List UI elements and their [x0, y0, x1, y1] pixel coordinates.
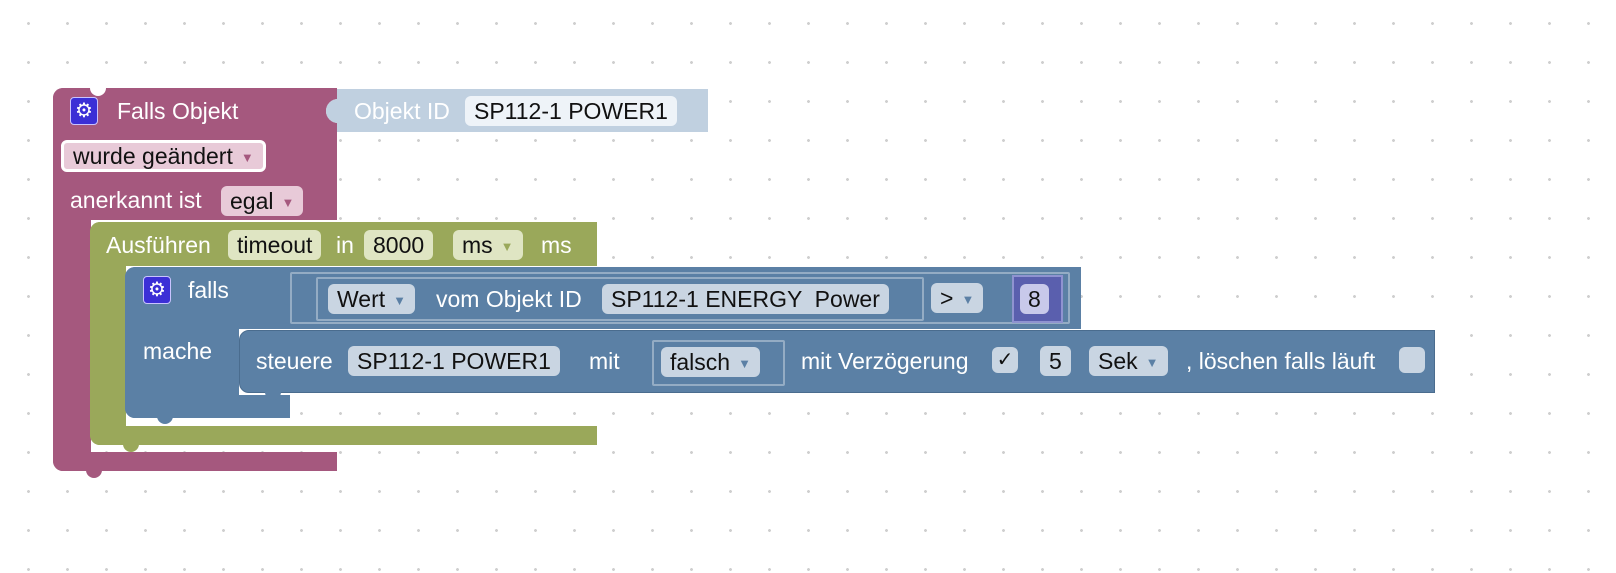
do-label: mache — [143, 338, 213, 364]
operator-value: > — [940, 285, 954, 311]
condition-object-field[interactable]: SP112-1 ENERGY Power — [602, 284, 889, 314]
ack-value: egal — [230, 188, 274, 214]
ack-label: anerkannt ist — [70, 187, 202, 213]
object-id-field[interactable]: SP112-1 POWER1 — [465, 96, 677, 126]
timeout-name-field[interactable]: timeout — [228, 230, 322, 260]
value-slot — [316, 277, 924, 321]
timeout-delay-field[interactable]: 8000 — [364, 230, 434, 260]
timeout-label: Ausführen — [106, 232, 211, 258]
control-object-value: SP112-1 POWER1 — [357, 348, 551, 374]
condition-object-value: SP112-1 ENERGY Power — [611, 286, 880, 312]
operator-dropdown[interactable]: >▼ — [931, 283, 984, 313]
control-object-field[interactable]: SP112-1 POWER1 — [348, 346, 560, 376]
change-option-value: wurde geändert — [73, 143, 233, 169]
gear-icon[interactable]: ⚙ — [70, 97, 98, 125]
delay-value: 5 — [1049, 348, 1062, 374]
timeout-unit-dropdown[interactable]: ms ▼ — [453, 230, 523, 260]
value-input-slot — [652, 340, 785, 386]
chevron-down-icon: ▼ — [961, 292, 975, 307]
clear-checkbox[interactable] — [1399, 347, 1425, 373]
timeout-unit-label: ms — [541, 232, 572, 258]
delay-unit-dropdown[interactable]: Sek ▼ — [1089, 346, 1168, 376]
delay-checkbox[interactable]: ✓ — [992, 347, 1018, 373]
change-option-dropdown[interactable]: wurde geändert ▼ — [61, 140, 266, 172]
control-value-dropdown[interactable]: falsch ▼ — [661, 347, 760, 377]
delay-unit-value: Sek — [1098, 348, 1138, 374]
timeout-unit-value: ms — [462, 232, 493, 258]
chevron-down-icon: ▼ — [240, 150, 254, 165]
object-id-label: Objekt ID — [354, 98, 450, 124]
timeout-name-value: timeout — [237, 232, 313, 258]
delay-label: mit Verzögerung — [801, 348, 969, 374]
delay-value-field[interactable]: 5 — [1040, 346, 1071, 376]
number-value: 8 — [1028, 286, 1041, 312]
number-field[interactable]: 8 — [1020, 284, 1049, 314]
value-type-value: Wert — [337, 286, 386, 312]
value-type-dropdown[interactable]: Wert ▼ — [328, 284, 416, 314]
timeout-delay-value: 8000 — [373, 232, 425, 258]
control-value-value: falsch — [670, 349, 731, 375]
trigger-title: Falls Objekt — [117, 98, 239, 124]
clear-label: , löschen falls läuft — [1186, 348, 1376, 374]
chevron-down-icon: ▼ — [738, 356, 751, 371]
if-label: falls — [188, 277, 229, 303]
object-id-value: SP112-1 POWER1 — [474, 98, 668, 124]
control-label: steuere — [256, 348, 333, 374]
condition-slot — [290, 272, 1070, 324]
control-with-label: mit — [589, 348, 620, 374]
chevron-down-icon: ▼ — [1145, 355, 1159, 370]
chevron-down-icon: ▼ — [393, 293, 407, 308]
chevron-down-icon: ▼ — [281, 195, 295, 210]
of-object-label: vom Objekt ID — [436, 286, 582, 312]
timeout-in-label: in — [336, 232, 354, 258]
chevron-down-icon: ▼ — [500, 239, 514, 254]
ack-dropdown[interactable]: egal ▼ — [221, 186, 304, 216]
gear-icon[interactable]: ⚙ — [143, 276, 171, 304]
